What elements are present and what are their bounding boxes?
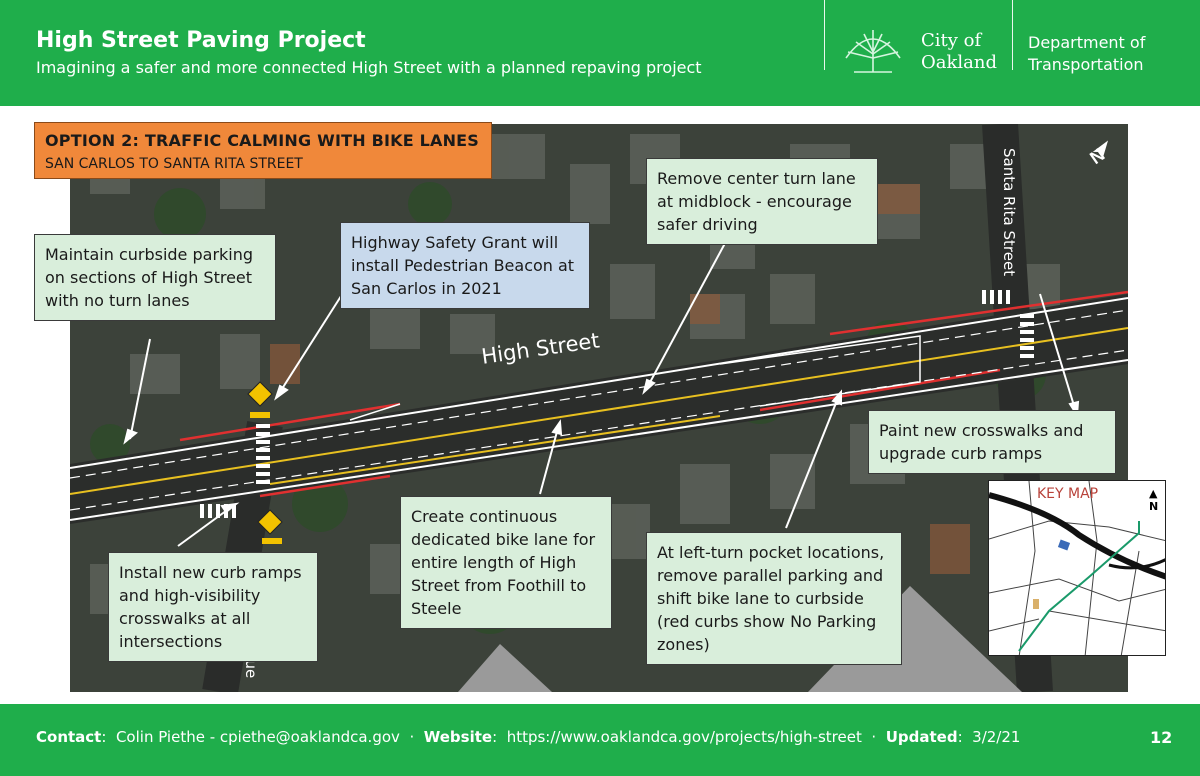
contact-label: Contact: [36, 728, 102, 746]
callout-center-turn-lane: Remove center turn lane at midblock - en…: [646, 158, 878, 245]
callout-left-turn-pocket: At left-turn pocket locations, remove pa…: [646, 532, 902, 665]
contact-value[interactable]: Colin Piethe - cpiethe@oaklandca.gov: [115, 728, 400, 746]
santa-rita-street-label: Santa Rita Street: [1000, 148, 1018, 277]
callout-crosswalks: Paint new crosswalks and upgrade curb ra…: [868, 410, 1116, 474]
aerial-map: N: [70, 124, 1128, 692]
footer-info: Contact: Colin Piethe - cpiethe@oaklandc…: [36, 728, 1021, 746]
north-arrow-icon: ▲N: [1149, 487, 1159, 513]
key-map-title: KEY MAP: [1037, 486, 1099, 502]
option-subtitle: SAN CARLOS TO SANTA RITA STREET: [45, 156, 303, 172]
page-footer: Contact: Colin Piethe - cpiethe@oaklandc…: [0, 704, 1200, 776]
department-name: Department of Transportation: [1028, 33, 1146, 74]
website-link[interactable]: https://www.oaklandca.gov/projects/high-…: [506, 728, 862, 746]
city-of-oakland-logo-text: City of Oakland: [921, 30, 997, 73]
oakland-tree-logo-icon: [845, 30, 901, 73]
key-map: KEY MAP ▲N: [988, 480, 1166, 656]
page-subtitle: Imagining a safer and more connected Hig…: [36, 58, 702, 77]
option-banner: OPTION 2: TRAFFIC CALMING WITH BIKE LANE…: [34, 122, 492, 179]
callout-safety-grant: Highway Safety Grant will install Pedest…: [340, 222, 590, 309]
updated-label: Updated: [885, 728, 958, 746]
page-header: High Street Paving Project Imagining a s…: [0, 0, 1200, 106]
callout-curb-ramps: Install new curb ramps and high-visibili…: [108, 552, 318, 662]
updated-value: 3/2/21: [972, 728, 1021, 746]
header-divider: [824, 0, 825, 70]
callout-curbside-parking: Maintain curbside parking on sections of…: [34, 234, 276, 321]
page-number: 12: [1150, 728, 1173, 747]
option-title: OPTION 2: TRAFFIC CALMING WITH BIKE LANE…: [45, 131, 480, 150]
header-divider: [1012, 0, 1013, 70]
callout-bike-lane: Create continuous dedicated bike lane fo…: [400, 496, 612, 629]
page-title: High Street Paving Project: [36, 28, 366, 53]
website-label: Website: [423, 728, 493, 746]
